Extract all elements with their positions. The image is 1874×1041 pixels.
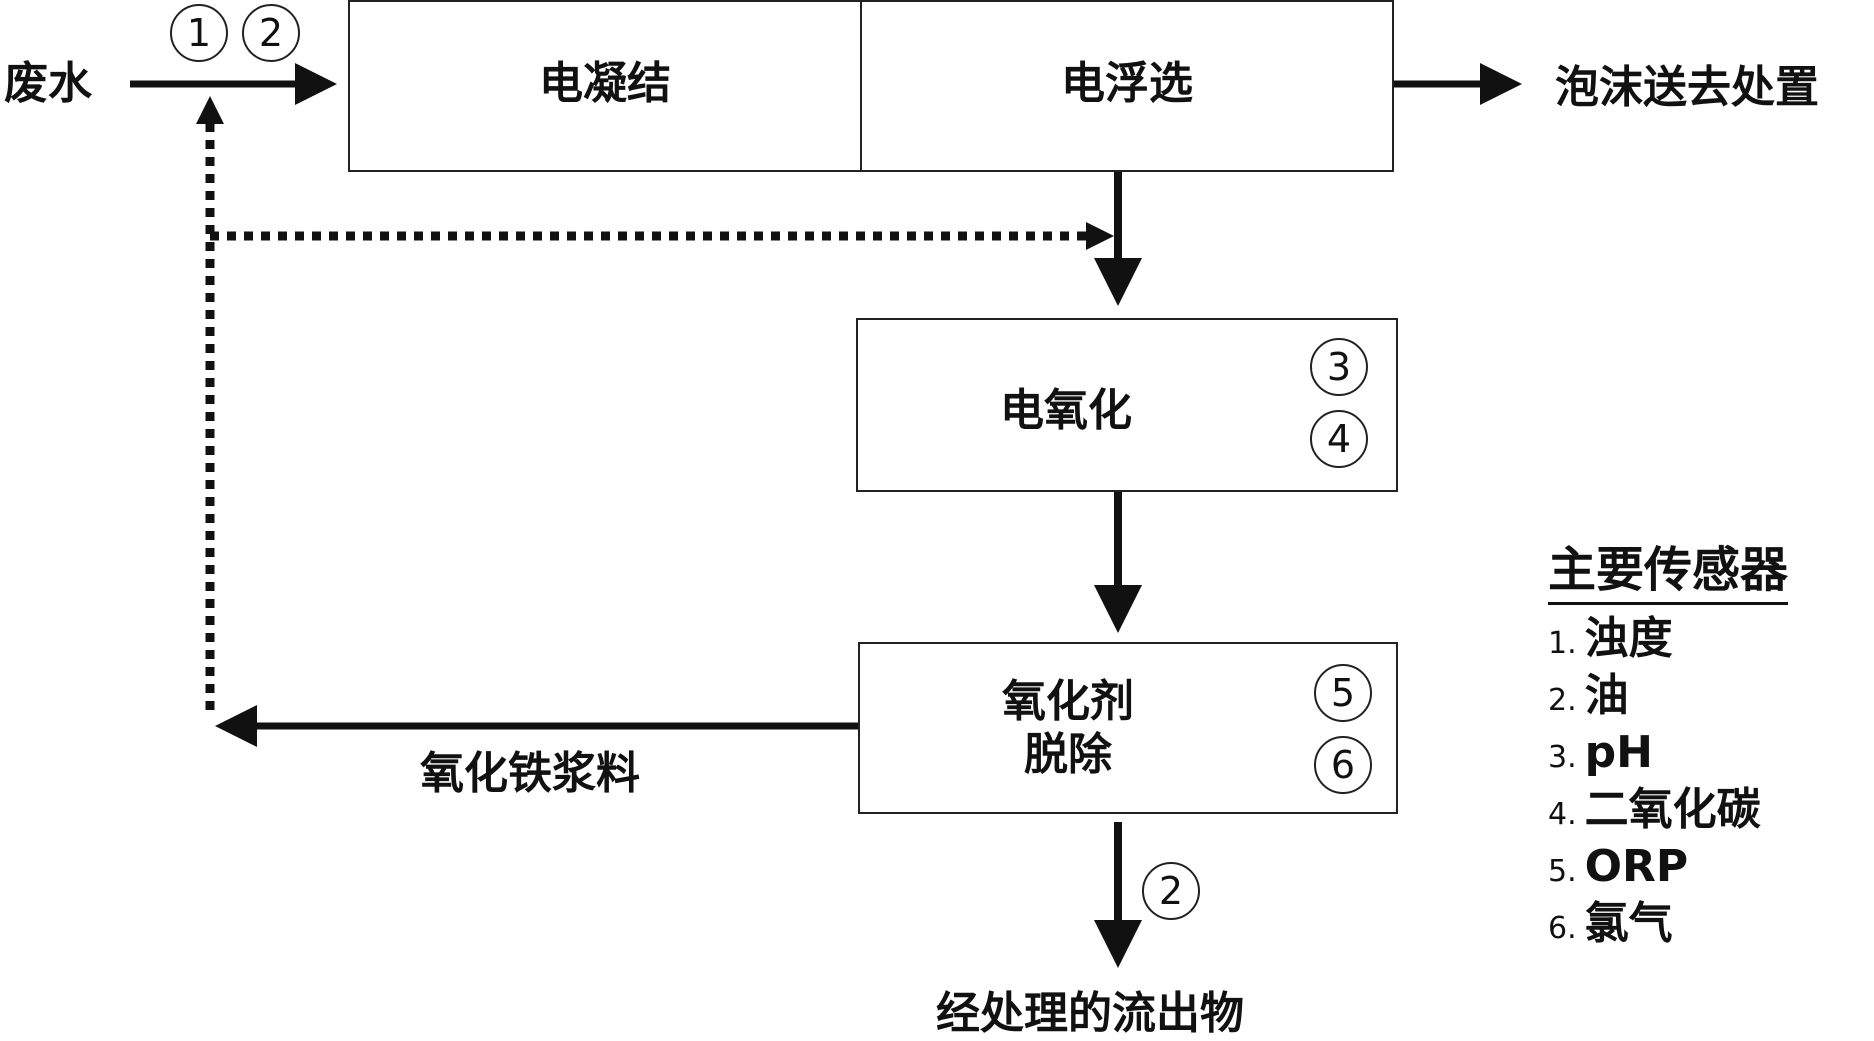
sensor-marker-4: 4 [1310, 410, 1368, 468]
sensor-marker-1-input: 1 [170, 4, 228, 62]
legend-item-number: 6. [1548, 911, 1577, 946]
legend-item-number: 2. [1548, 683, 1577, 718]
oxidant-removal-label: 氧化剂 脱除 [858, 676, 1278, 782]
legend-item-label: pH [1584, 727, 1653, 778]
legend-item-label: 二氧化碳 [1584, 784, 1761, 835]
legend-item: 6.氯气 [1548, 898, 1788, 955]
iron-oxide-slurry-label: 氧化铁浆料 [420, 748, 640, 799]
wastewater-label: 废水 [4, 58, 92, 109]
legend-item: 3.pH [1548, 727, 1788, 784]
sensor-marker-3: 3 [1310, 338, 1368, 396]
sensor-marker-6: 6 [1314, 736, 1372, 794]
oxidant-removal-line2: 脱除 [1024, 728, 1112, 780]
legend-item-label: ORP [1584, 841, 1689, 892]
legend-item: 2.油 [1548, 670, 1788, 727]
legend-list: 1.浊度 2.油 3.pH 4.二氧化碳 5.ORP 6.氯气 [1548, 613, 1788, 955]
legend-item: 5.ORP [1548, 841, 1788, 898]
legend-title: 主要传感器 [1548, 530, 1789, 605]
recycle-right-arrowhead [1086, 222, 1114, 250]
legend-item: 4.二氧化碳 [1548, 784, 1788, 841]
oxidant-removal-line1: 氧化剂 [1002, 676, 1134, 727]
legend-item-number: 5. [1548, 854, 1577, 889]
sensor-legend: 主要传感器 1.浊度 2.油 3.pH 4.二氧化碳 5.ORP 6.氯气 [1548, 530, 1789, 955]
electrocoagulation-box [348, 0, 862, 172]
legend-item-label: 氯气 [1584, 898, 1673, 949]
sensor-marker-2-effluent: 2 [1142, 862, 1200, 920]
electrooxidation-box [856, 318, 1398, 492]
treated-effluent-label: 经处理的流出物 [936, 988, 1244, 1039]
recycle-up-arrowhead [196, 96, 224, 124]
legend-item-label: 浊度 [1584, 613, 1673, 664]
legend-item-number: 4. [1548, 797, 1577, 832]
electroflotation-box [860, 0, 1394, 172]
legend-item-number: 3. [1548, 740, 1577, 775]
electrooxidation-label: 电氧化 [1000, 385, 1132, 436]
electroflotation-label: 电浮选 [1061, 58, 1193, 109]
sensor-marker-5: 5 [1314, 664, 1372, 722]
foam-disposal-label: 泡沫送去处置 [1555, 62, 1819, 113]
electrocoagulation-label: 电凝结 [539, 58, 671, 109]
legend-item-label: 油 [1584, 670, 1629, 721]
legend-item-number: 1. [1548, 626, 1577, 661]
oxidant-removal-box [858, 642, 1398, 814]
sensor-marker-2-input: 2 [242, 4, 300, 62]
legend-item: 1.浊度 [1548, 613, 1788, 670]
